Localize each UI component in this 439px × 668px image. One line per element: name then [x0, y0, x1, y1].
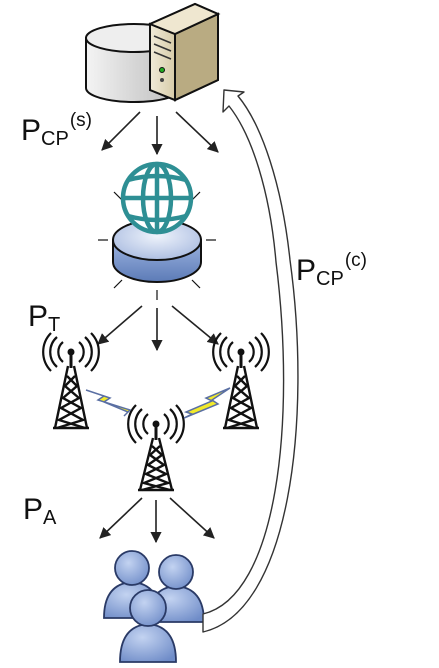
lightning-bolt-icon-right [183, 387, 231, 419]
access-power-label: PA [23, 493, 56, 530]
transmit-power-sub: T [48, 314, 61, 336]
router-to-towers-arrows [97, 305, 219, 352]
cell-tower-center [127, 404, 185, 492]
client-feedback-arrow [202, 89, 299, 633]
users-group-icon [103, 550, 205, 663]
cell-tower-right [212, 332, 270, 430]
server-power-label: PCP(s) [21, 110, 92, 151]
client-power-main: P [296, 254, 317, 287]
client-power-sup: (c) [344, 250, 367, 271]
server-power-sub: CP [41, 128, 69, 150]
lightning-bolt-icon-left [85, 389, 132, 417]
server-to-router-arrows [101, 111, 219, 156]
globe-router-icon [98, 161, 216, 300]
server-power-sup: (s) [69, 110, 92, 131]
transmit-power-label: PT [28, 300, 60, 337]
server-power-main: P [21, 114, 42, 147]
transmit-power-main: P [28, 300, 49, 333]
globe-icon [120, 161, 194, 235]
client-power-label: PCP(c) [296, 250, 367, 291]
cell-tower-left [42, 332, 100, 430]
access-power-sub: A [43, 507, 57, 529]
access-power-main: P [23, 493, 44, 526]
database-server-icon [85, 2, 221, 103]
tower-to-users-arrows [99, 497, 215, 544]
client-power-sub: CP [316, 268, 344, 290]
